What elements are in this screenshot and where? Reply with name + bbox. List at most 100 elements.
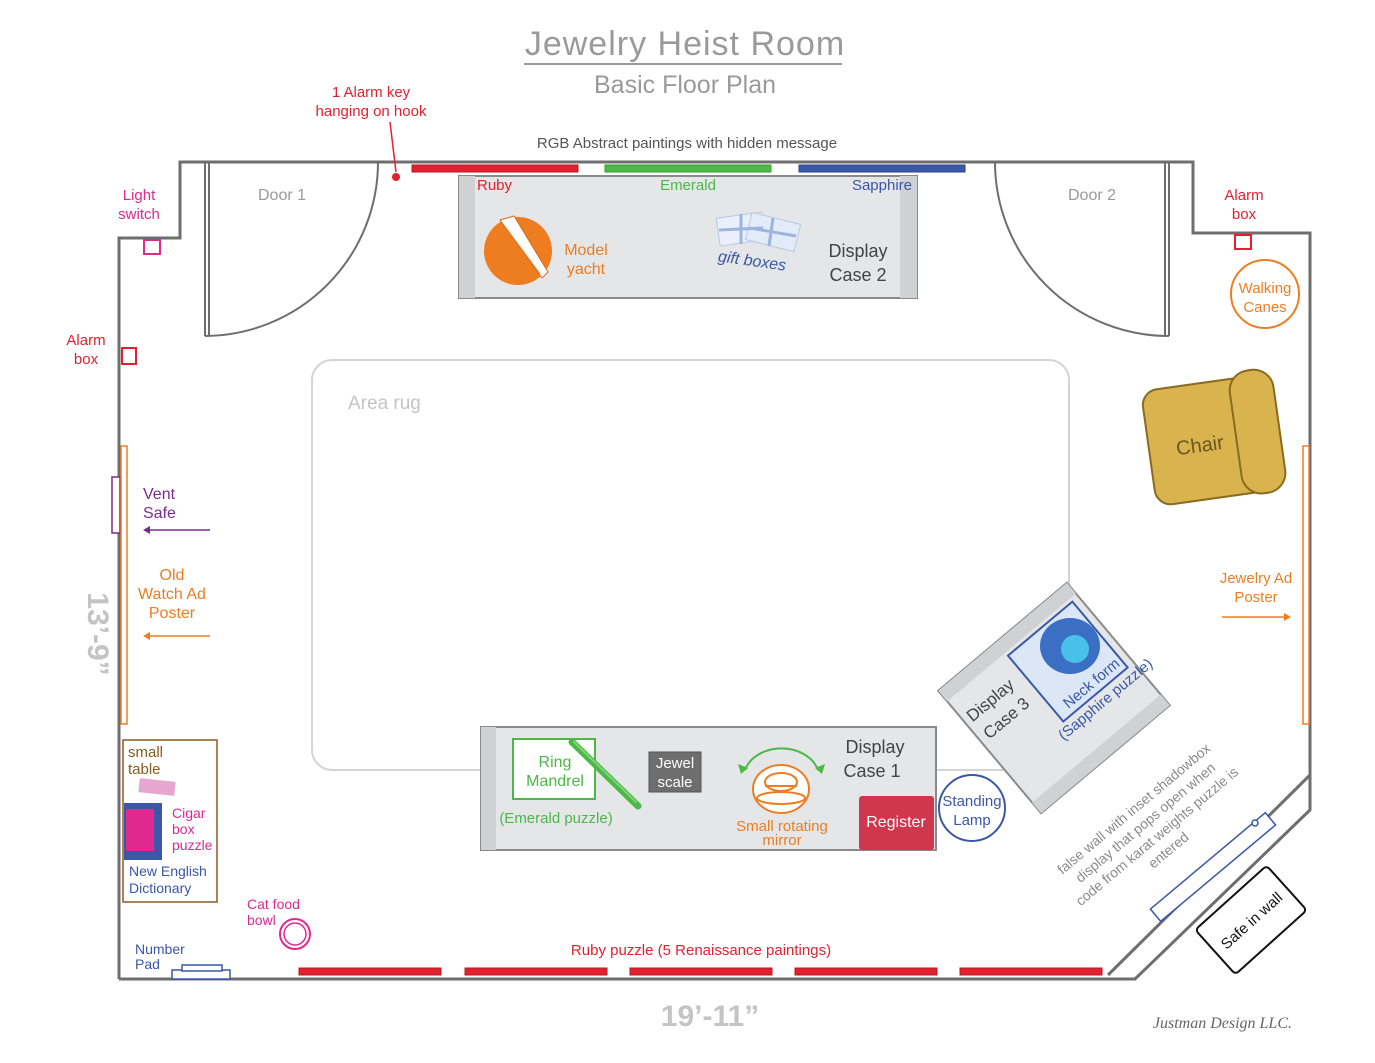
- neck-form-icon[interactable]: [1040, 618, 1100, 674]
- vent-safe-label-2: Safe: [143, 505, 176, 522]
- door-2-label: Door 2: [1068, 187, 1116, 204]
- alarm-box-right-label-1: Alarm: [1224, 187, 1263, 204]
- bottom-painting-5[interactable]: [959, 967, 1103, 976]
- alarm-box-left-label-1: Alarm: [66, 332, 105, 349]
- shadowbox-display[interactable]: [1149, 811, 1277, 923]
- ring-mandrel-icon-shine: [573, 741, 637, 803]
- ring-mandrel-label-2: Mandrel: [526, 773, 584, 790]
- old-watch-poster-label-2: Watch Ad: [138, 586, 206, 603]
- small-rotating-mirror-icon[interactable]: [738, 747, 825, 814]
- old-watch-poster-label-1: Old: [160, 567, 185, 584]
- cat-food-label-1: Cat food: [247, 896, 300, 912]
- door-2[interactable]: [994, 161, 1170, 337]
- jewel-scale-label-1: Jewel: [656, 755, 694, 772]
- light-switch-label-1: Light: [123, 187, 156, 204]
- emerald-label: Emerald: [660, 177, 716, 194]
- dictionary-label-2: Dictionary: [129, 880, 191, 896]
- door-1-label: Door 1: [258, 187, 306, 204]
- small-table-label-1: small: [128, 744, 163, 761]
- alarm-box-right-label-2: box: [1232, 206, 1257, 223]
- standing-lamp-label-2: Lamp: [953, 812, 991, 829]
- old-watch-poster[interactable]: [120, 445, 128, 725]
- walking-canes-label-1: Walking: [1239, 280, 1292, 297]
- cigar-box-puzzle[interactable]: [126, 809, 154, 851]
- small-table-object[interactable]: [138, 778, 176, 796]
- bottom-painting-2[interactable]: [464, 967, 608, 976]
- sapphire-label: Sapphire: [852, 177, 912, 194]
- display-case-1-edge: [481, 727, 496, 850]
- display-case-1-label-1: Display: [845, 737, 904, 757]
- painting-sapphire[interactable]: [798, 164, 966, 173]
- ring-mandrel-label-1: Ring: [539, 754, 572, 771]
- painting-emerald[interactable]: [604, 164, 772, 173]
- ring-mandrel-icon[interactable]: [568, 738, 642, 810]
- alarm-box-left-label-2: box: [74, 351, 99, 368]
- old-watch-poster-label-3: Poster: [149, 605, 196, 622]
- area-rug-label: Area rug: [348, 393, 421, 414]
- page-title: Jewelry Heist Room: [525, 25, 845, 63]
- walking-canes-label-2: Canes: [1243, 299, 1286, 316]
- vent-safe-arrowhead: [143, 526, 150, 534]
- alarm-box-left[interactable]: [121, 347, 137, 365]
- bottom-painting-4[interactable]: [794, 967, 938, 976]
- jewelry-ad-poster[interactable]: [1302, 445, 1310, 725]
- light-switch[interactable]: [143, 239, 161, 255]
- cigar-box-label-1: Cigar: [172, 805, 206, 821]
- small-table-label-2: table: [128, 761, 161, 778]
- register-label: Register: [866, 814, 926, 831]
- cigar-box-label-2: box: [172, 821, 195, 837]
- door-1[interactable]: [204, 161, 379, 337]
- model-yacht-icon[interactable]: [484, 215, 552, 285]
- light-switch-label-2: switch: [118, 206, 160, 223]
- painting-ruby[interactable]: [411, 164, 579, 173]
- display-case-2-edge: [459, 176, 475, 298]
- display-case-2-edge-r: [900, 176, 917, 298]
- register[interactable]: [859, 796, 934, 850]
- number-pad-label-1: Number: [135, 941, 185, 957]
- model-yacht-label-1: Model: [564, 242, 608, 259]
- alarm-key-label-1: 1 Alarm key: [332, 84, 411, 101]
- display-case-1-label-2: Case 1: [843, 761, 900, 781]
- alarm-key-label-2: hanging on hook: [316, 103, 427, 120]
- cat-food-bowl-inner: [283, 922, 307, 946]
- chair[interactable]: [1140, 367, 1288, 508]
- dictionary-label-1: New English: [129, 863, 207, 879]
- jewel-scale-label-2: scale: [657, 774, 692, 791]
- small-rotating-mirror-label-1: Small rotating: [736, 818, 828, 835]
- number-pad-label-2: Pad: [135, 956, 160, 972]
- svg-text:display that pops open when: display that pops open when: [1072, 759, 1218, 885]
- small-rotating-mirror-label-2: mirror: [762, 832, 801, 849]
- bottom-painting-3[interactable]: [629, 967, 773, 976]
- dimension-horizontal: 19’-11”: [661, 1000, 759, 1033]
- ruby-puzzle-label: Ruby puzzle (5 Renaissance paintings): [571, 942, 831, 959]
- jewelry-ad-poster-arrowhead: [1284, 613, 1291, 621]
- safe-in-wall[interactable]: [1195, 866, 1307, 975]
- ruby-label: Ruby: [477, 177, 513, 194]
- gift-boxes-icon[interactable]: [715, 211, 802, 253]
- room-walls-top-right: [119, 160, 1312, 981]
- standing-lamp-label-1: Standing: [942, 793, 1001, 810]
- number-pad-top: [181, 964, 223, 972]
- page-subtitle: Basic Floor Plan: [594, 71, 776, 99]
- shadowbox-hinge: [1251, 819, 1259, 827]
- jewelry-ad-poster-label-2: Poster: [1234, 589, 1277, 606]
- credit: Justman Design LLC.: [1153, 1015, 1292, 1032]
- display-case-2-label-1: Display: [828, 241, 887, 261]
- jewel-scale[interactable]: [648, 751, 702, 793]
- paintings-top-label: RGB Abstract paintings with hidden messa…: [537, 135, 837, 152]
- standing-lamp[interactable]: [938, 774, 1006, 842]
- bottom-painting-1[interactable]: [298, 967, 442, 976]
- display-case-2-label-2: Case 2: [829, 265, 886, 285]
- alarm-key-pointer: [389, 121, 397, 173]
- vent-safe-label-1: Vent: [143, 486, 176, 503]
- jewelry-ad-poster-label-1: Jewelry Ad: [1220, 570, 1293, 587]
- walking-canes[interactable]: [1230, 259, 1300, 329]
- cat-food-label-2: bowl: [247, 912, 276, 928]
- emerald-puzzle-label: (Emerald puzzle): [499, 810, 612, 827]
- vent-safe[interactable]: [111, 476, 121, 534]
- cigar-box-label-3: puzzle: [172, 837, 213, 853]
- alarm-key-hook[interactable]: [392, 173, 400, 181]
- alarm-box-right[interactable]: [1234, 234, 1252, 250]
- dimension-vertical: 13’-9”: [81, 592, 114, 675]
